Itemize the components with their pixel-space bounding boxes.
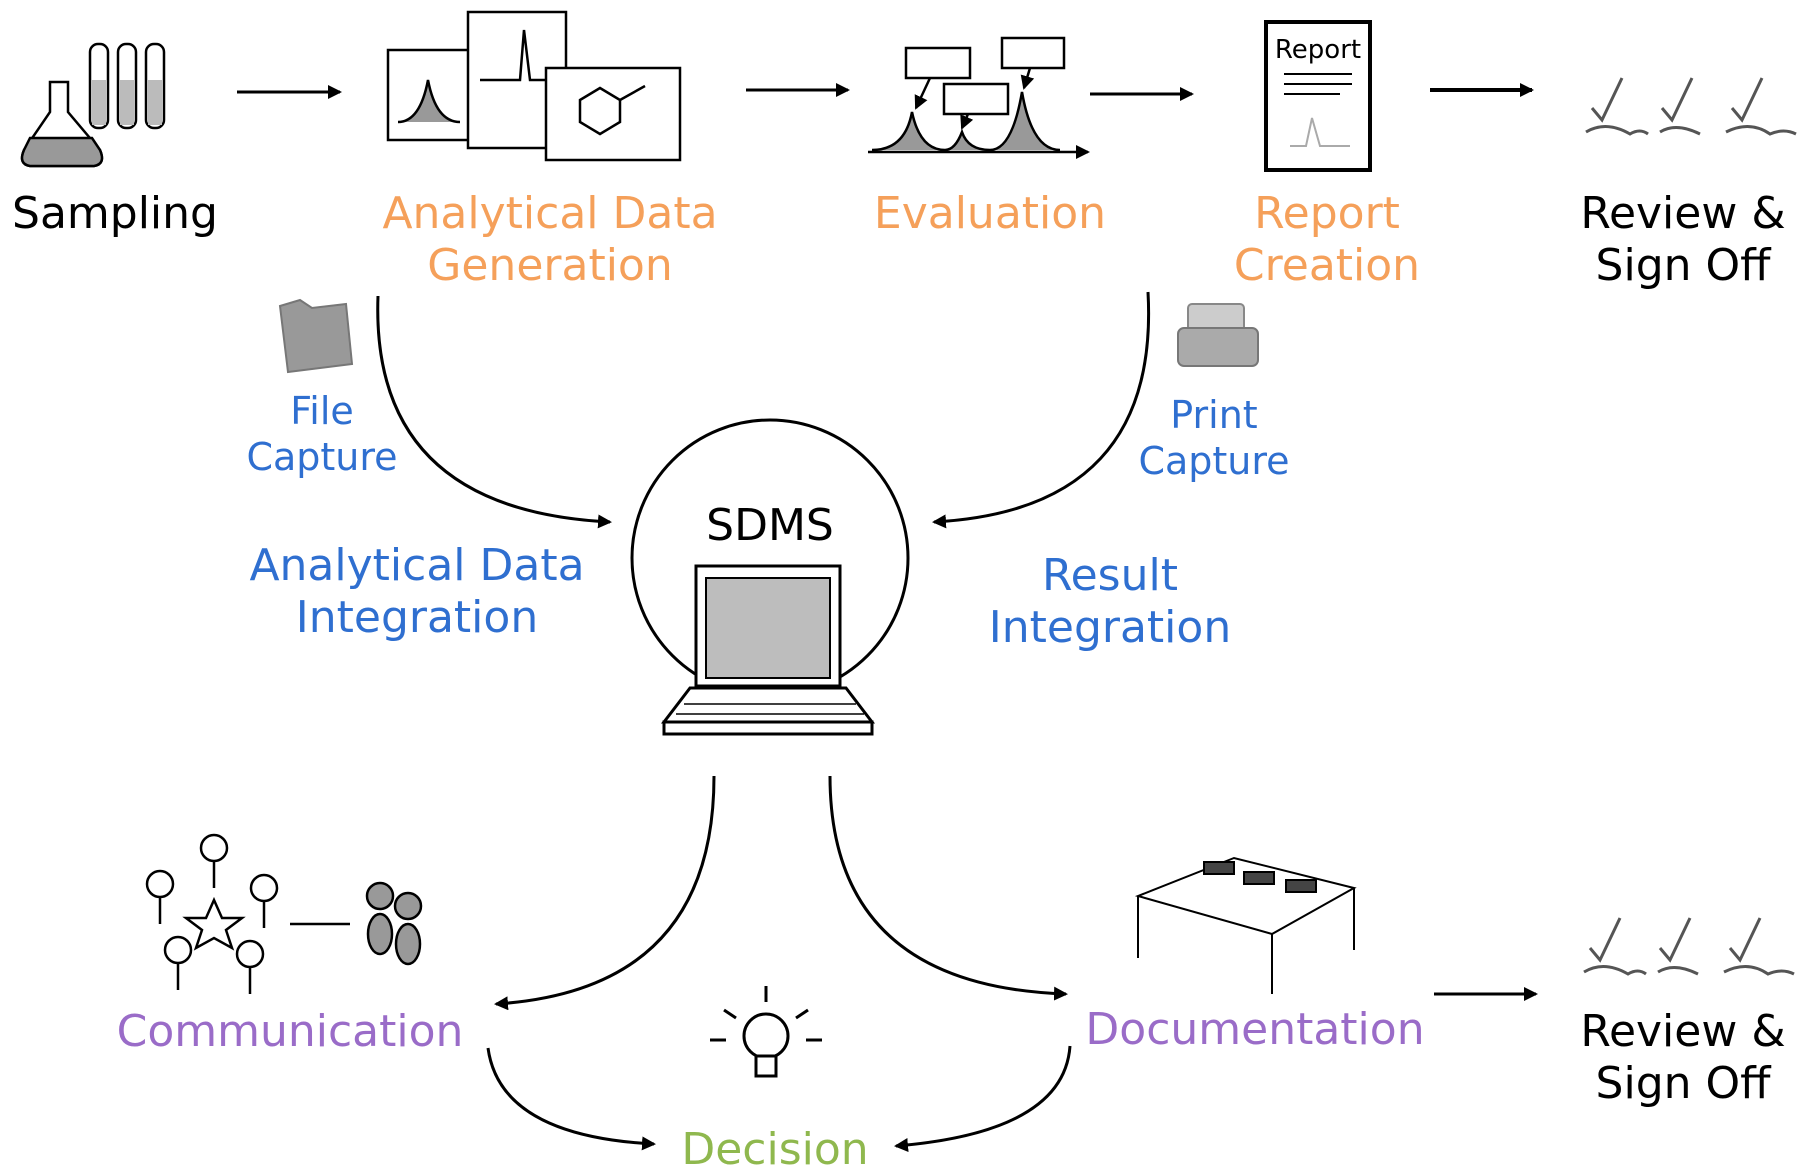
label-documentation: Documentation: [1085, 1004, 1425, 1055]
arrow-sdms-to-communication: [494, 775, 716, 1011]
label-review-sign-off-top: Review & Sign Off: [1572, 188, 1794, 292]
label-analytical-data-generation: Analytical Data Generation: [372, 188, 728, 292]
spectra-documents-icon: [386, 10, 682, 162]
label-sdms: SDMS: [706, 500, 834, 551]
desk-icon: [1134, 856, 1357, 994]
label-line: File: [290, 389, 354, 433]
arrow-sdms-to-documentation: [828, 775, 1068, 1001]
label-report-creation: Report Creation: [1222, 188, 1432, 292]
folder-icon: [278, 298, 354, 374]
label-decision: Decision: [681, 1124, 869, 1175]
label-line: Capture: [246, 435, 398, 479]
label-line: Generation: [427, 240, 673, 291]
chromatogram-icon: [868, 36, 1090, 159]
label-review-sign-off-bottom: Review & Sign Off: [1572, 1006, 1794, 1110]
label-result-integration: Result Integration: [980, 550, 1240, 654]
label-line: Sign Off: [1595, 240, 1771, 291]
label-line: Result: [1042, 550, 1178, 601]
arrow-communication-to-decision: [486, 1047, 656, 1151]
label-line: Review &: [1580, 188, 1786, 239]
label-file-capture: File Capture: [232, 388, 412, 480]
arrow-generation-to-sdms: [376, 295, 612, 529]
flask-tubes-icon: [20, 42, 166, 168]
people-group-icon: [145, 833, 423, 994]
label-evaluation: Evaluation: [873, 188, 1107, 239]
report-icon-text: Report: [1275, 35, 1361, 65]
printer-icon: [1177, 303, 1259, 367]
arrow-documentation-to-decision: [894, 1045, 1072, 1152]
label-line: Report: [1254, 188, 1400, 239]
lightbulb-icon: [710, 986, 822, 1078]
label-line: Analytical Data: [382, 188, 718, 239]
label-sampling: Sampling: [12, 188, 218, 239]
signatures-icon: [1583, 917, 1795, 976]
label-line: Integration: [988, 602, 1232, 653]
label-line: Sign Off: [1595, 1058, 1771, 1109]
label-line: Print: [1170, 393, 1258, 437]
label-line: Creation: [1233, 240, 1421, 291]
arrow-report-to-sdms: [932, 291, 1151, 529]
label-line: Review &: [1580, 1006, 1786, 1057]
report-document-icon: [1264, 20, 1372, 172]
label-line: Capture: [1138, 439, 1290, 483]
label-communication: Communication: [116, 1006, 464, 1057]
label-line: Integration: [295, 592, 539, 643]
label-line: Analytical Data: [249, 540, 585, 591]
signatures-icon: [1585, 77, 1797, 136]
label-print-capture: Print Capture: [1124, 392, 1304, 484]
laptop-icon: [630, 418, 910, 736]
label-analytical-data-integration: Analytical Data Integration: [244, 540, 590, 644]
